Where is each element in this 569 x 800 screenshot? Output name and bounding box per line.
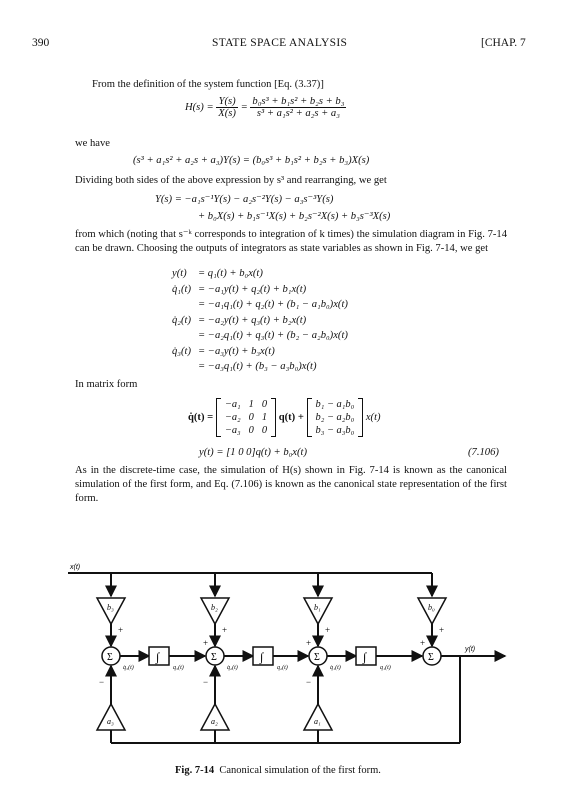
plus-sign: + [203,638,208,648]
summer-label: Σ [314,652,320,663]
state-label: q₂(t) [277,664,288,671]
gain-a-triangle [95,702,127,731]
dividing-text: Dividing both sides of the above express… [75,175,387,186]
state-equation-rhs: = −a₃q₁(t) + (b₃ − a₃b₀)x(t) [198,361,317,372]
gain-b-label: b₁ [314,603,321,612]
matrix-rhs: x(t) [365,411,381,423]
y-equation-line1: Y(s) = −a₁s⁻¹Y(s) − a₂s⁻²Y(s) − a₃s⁻³Y(s… [155,194,334,205]
gain-b-label: b₃ [107,603,114,612]
matrix-a-cell: 0 [261,399,268,410]
state-label: q̇₁(t) [330,664,341,671]
state-label: q̇₂(t) [227,664,238,671]
page-number: 390 [32,37,50,49]
matrix-b-cell: b₂ − a₂b₀ [315,412,355,423]
state-equation-lhs: q̇₃(t) [172,345,191,357]
intro-text: From the definition of the system functi… [92,79,324,90]
closing-paragraph: As in the discrete-time case, the simula… [75,465,507,504]
fraction-y-over-x: Y(s)X(s) [216,96,238,119]
matrix-b-cell: b₃ − a₃b₀ [315,425,355,436]
matrix-a-cell: 0 [261,425,268,436]
gain-a-triangle [199,702,231,731]
gain-b-triangle [416,597,448,626]
matrix-mid: q(t) + [278,411,304,423]
state-equation-lhs: y(t) [172,268,187,279]
matrix-a-cell: −a₂ [224,412,241,423]
gain-b-label: b₀ [428,603,435,612]
plus-sign: + [306,638,311,648]
minus-sign: − [306,677,311,687]
gain-b-label: b₂ [211,603,218,612]
state-equation-rhs: = q₁(t) + b₀x(t) [198,268,263,279]
input-label: x(t) [69,564,80,571]
minus-sign: − [99,677,104,687]
output-equation: y(t) = [1 0 0]q(t) + b₀x(t) [199,447,308,458]
summer-label: Σ [107,652,113,663]
gain-b-triangle [199,597,231,626]
summer-label: Σ [428,652,434,663]
matrix-a-cell: 1 [261,412,268,423]
gain-b-triangle [95,597,127,626]
state-equation-rhs: = −a₃y(t) + b₃x(t) [198,345,275,357]
plus-sign: + [222,625,227,635]
state-label: q₁(t) [380,664,391,671]
chapter-label: [CHAP. 7 [481,37,526,49]
running-title: STATE SPACE ANALYSIS [212,37,348,49]
state-equation-row: y(t) = q₁(t) + b₀x(t) [172,268,263,279]
integrator-label: ∫ [362,650,367,664]
matrix-b: b₁ − a₁b₀ b₂ − a₂b₀ b₃ − a₃b₀ [306,398,364,437]
gain-a-triangle [302,702,334,731]
figure-caption: Fig. 7-14 Canonical simulation of the fi… [175,765,381,776]
figure-caption-text: Canonical simulation of the first form. [219,765,381,776]
gain-a-label: a₁ [314,717,321,726]
integrator-label: ∫ [259,650,264,664]
state-equation-rhs: = −a₁y(t) + q₂(t) + b₁x(t) [198,283,307,295]
minus-sign: − [203,677,208,687]
plus-sign: + [439,625,444,635]
h-lhs: H(s) = [185,101,214,113]
integrator-label: ∫ [155,650,160,664]
summer-label: Σ [211,652,217,663]
qdot-lhs: q̇(t) = [188,411,214,423]
state-label: q̇₃(t) [123,664,134,671]
main-equation: (s³ + a₁s² + a₂s + a₃)Y(s) = (b₀s³ + b₁s… [133,155,370,166]
y-equation-line2: + b₀X(s) + b₁s⁻¹X(s) + b₂s⁻²X(s) + b₃s⁻³… [198,211,391,222]
state-equation-row: = −a₃q₁(t) + (b₃ − a₃b₀)x(t) [172,361,317,372]
state-equation-rhs: = −a₂y(t) + q₃(t) + b₂x(t) [198,314,307,326]
state-label: q₃(t) [173,664,184,671]
gain-b-triangle [302,597,334,626]
output-label: y(t) [464,646,475,653]
system-function-eq: H(s) = Y(s)X(s) = b₀s³ + b₁s² + b₂s + b₃… [185,96,347,119]
matrix-form-text: In matrix form [75,379,138,390]
figure-number: Fig. 7-14 [175,765,215,776]
paragraph-simulation: from which (noting that s⁻ᵏ corresponds … [75,229,507,254]
equation-number: (7.106) [468,447,499,458]
gain-a-label: a₂ [211,717,218,726]
we-have-text: we have [75,138,110,149]
matrix-b-cell: b₁ − a₁b₀ [315,399,355,410]
plus-sign: + [118,625,123,635]
state-equation-row: q̇₁(t) = −a₁y(t) + q₂(t) + b₁x(t) [172,284,306,295]
matrix-a-cell: 0 [248,412,254,423]
state-equation-row: q̇₂(t) = −a₂y(t) + q₃(t) + b₂x(t) [172,315,306,326]
state-equation-row: = −a₁q₁(t) + q₂(t) + (b₁ − a₁b₀)x(t) [172,299,348,310]
state-equation-rhs: = −a₁q₁(t) + q₂(t) + (b₁ − a₁b₀)x(t) [198,299,348,310]
matrix-a-cell: −a₁ [224,399,241,410]
state-equation-rhs: = −a₂q₁(t) + q₃(t) + (b₂ − a₂b₀)x(t) [198,330,348,341]
plus-sign: + [325,625,330,635]
state-equation-lhs: q̇₂(t) [172,314,191,326]
state-equation-row: = −a₂q₁(t) + q₃(t) + (b₂ − a₂b₀)x(t) [172,330,348,341]
matrix-a-cell: 1 [248,399,254,410]
matrix-a-cell: 0 [248,425,254,436]
state-equation-lhs: q̇₁(t) [172,283,191,295]
state-equation-row: q̇₃(t) = −a₃y(t) + b₃x(t) [172,346,275,357]
matrix-a-cell: −a₃ [224,425,241,436]
gain-a-label: a₃ [107,717,114,726]
plus-sign: + [420,638,425,648]
